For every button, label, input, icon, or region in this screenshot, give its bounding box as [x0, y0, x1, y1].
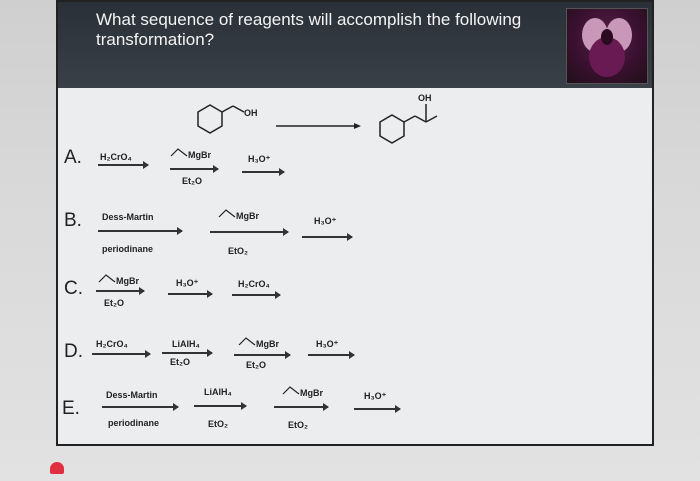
- option-c-vinyl-icon: [98, 274, 116, 283]
- option-b-reagent-1-bottom: periodinane: [102, 244, 154, 254]
- start-oh-label: OH: [244, 108, 258, 118]
- product-oh-label: OH: [418, 93, 432, 103]
- option-c-arrow-3: [232, 291, 281, 299]
- option-e-reagent-3-bottom: EtO₂: [288, 420, 308, 430]
- option-c-reagent-1-top: MgBr: [116, 276, 139, 286]
- option-a-reagent-2-bottom: Et₂O: [182, 176, 202, 186]
- option-c-reagent-2: H₃O⁺: [176, 278, 199, 288]
- option-e-reagent-3-top: MgBr: [300, 388, 323, 398]
- starting-material-structure: OH: [197, 104, 258, 134]
- option-a-arrow-2: [170, 165, 219, 173]
- option-c-reagent-1-bottom: Et₂O: [104, 298, 124, 308]
- option-b-vinyl-icon: [218, 209, 236, 218]
- option-e-arrow-4: [354, 405, 401, 413]
- flower-image: [582, 18, 632, 77]
- option-a-reagent-3: H₃O⁺: [248, 154, 271, 164]
- option-e-reagent-1-top: Dess-Martin: [106, 390, 158, 400]
- presenter-photo: [566, 8, 648, 84]
- option-a-reagent-1: H₂CrO₄: [100, 152, 132, 162]
- option-e-arrow-3: [274, 403, 329, 411]
- option-c-reagent-3: H₂CrO₄: [238, 279, 270, 289]
- option-e-arrow-2: [194, 402, 247, 410]
- option-a-vinyl-icon: [170, 148, 188, 157]
- question-line-1: What sequence of reagents will accomplis…: [96, 10, 522, 29]
- option-a-reagent-2-top: MgBr: [188, 150, 211, 160]
- option-d-reagent-2-bottom: Et₂O: [170, 357, 190, 367]
- option-d-reagent-1: H₂CrO₄: [96, 339, 128, 349]
- option-c-arrow-2: [168, 290, 213, 298]
- option-b-reagent-2-top: MgBr: [236, 211, 259, 221]
- corner-marker: [50, 462, 64, 474]
- option-e-reagent-2-top: LiAlH₄: [204, 387, 232, 397]
- option-a-arrow-1: [98, 161, 149, 169]
- option-e-reagent-1-bottom: periodinane: [108, 418, 160, 428]
- option-e-reagent-4: H₃O⁺: [364, 391, 387, 401]
- slide: What sequence of reagents will accomplis…: [56, 0, 654, 446]
- option-d-reagent-2-top: LiAlH₄: [172, 339, 200, 349]
- option-d-arrow-2: [162, 349, 213, 357]
- option-d-arrow-1: [92, 350, 151, 358]
- reaction-scheme: OH OH: [197, 93, 438, 144]
- option-c-letter: C.: [64, 278, 83, 299]
- option-b-arrow-1: [98, 227, 183, 235]
- option-d-arrow-4: [308, 351, 355, 359]
- option-b-reagent-2-bottom: EtO₂: [228, 246, 248, 256]
- option-a-arrow-3: [242, 168, 285, 176]
- option-b-letter: B.: [64, 210, 82, 231]
- option-b-reagent-1-top: Dess-Martin: [102, 212, 154, 222]
- option-e-letter: E.: [62, 398, 80, 419]
- option-e-arrow-1: [102, 403, 179, 411]
- product-structure: OH: [379, 93, 438, 144]
- option-c-arrow-1: [96, 287, 145, 295]
- option-b-arrow-3: [302, 233, 353, 241]
- question-header: What sequence of reagents will accomplis…: [58, 2, 652, 88]
- option-e-reagent-2-bottom: EtO₂: [208, 419, 228, 429]
- option-d-arrow-3: [234, 351, 291, 359]
- transformation-arrow: [276, 123, 361, 129]
- option-b-arrow-2: [210, 228, 289, 236]
- option-d-reagent-3-top: MgBr: [256, 339, 279, 349]
- option-d-vinyl-icon: [238, 337, 256, 346]
- option-e-vinyl-icon: [282, 386, 300, 395]
- option-d-reagent-3-bottom: Et₂O: [246, 360, 266, 370]
- option-d-reagent-4: H₃O⁺: [316, 339, 339, 349]
- option-a-letter: A.: [64, 147, 82, 168]
- option-d-letter: D.: [64, 341, 83, 362]
- option-b-reagent-3: H₃O⁺: [314, 216, 337, 226]
- question-line-2: transformation?: [96, 30, 215, 49]
